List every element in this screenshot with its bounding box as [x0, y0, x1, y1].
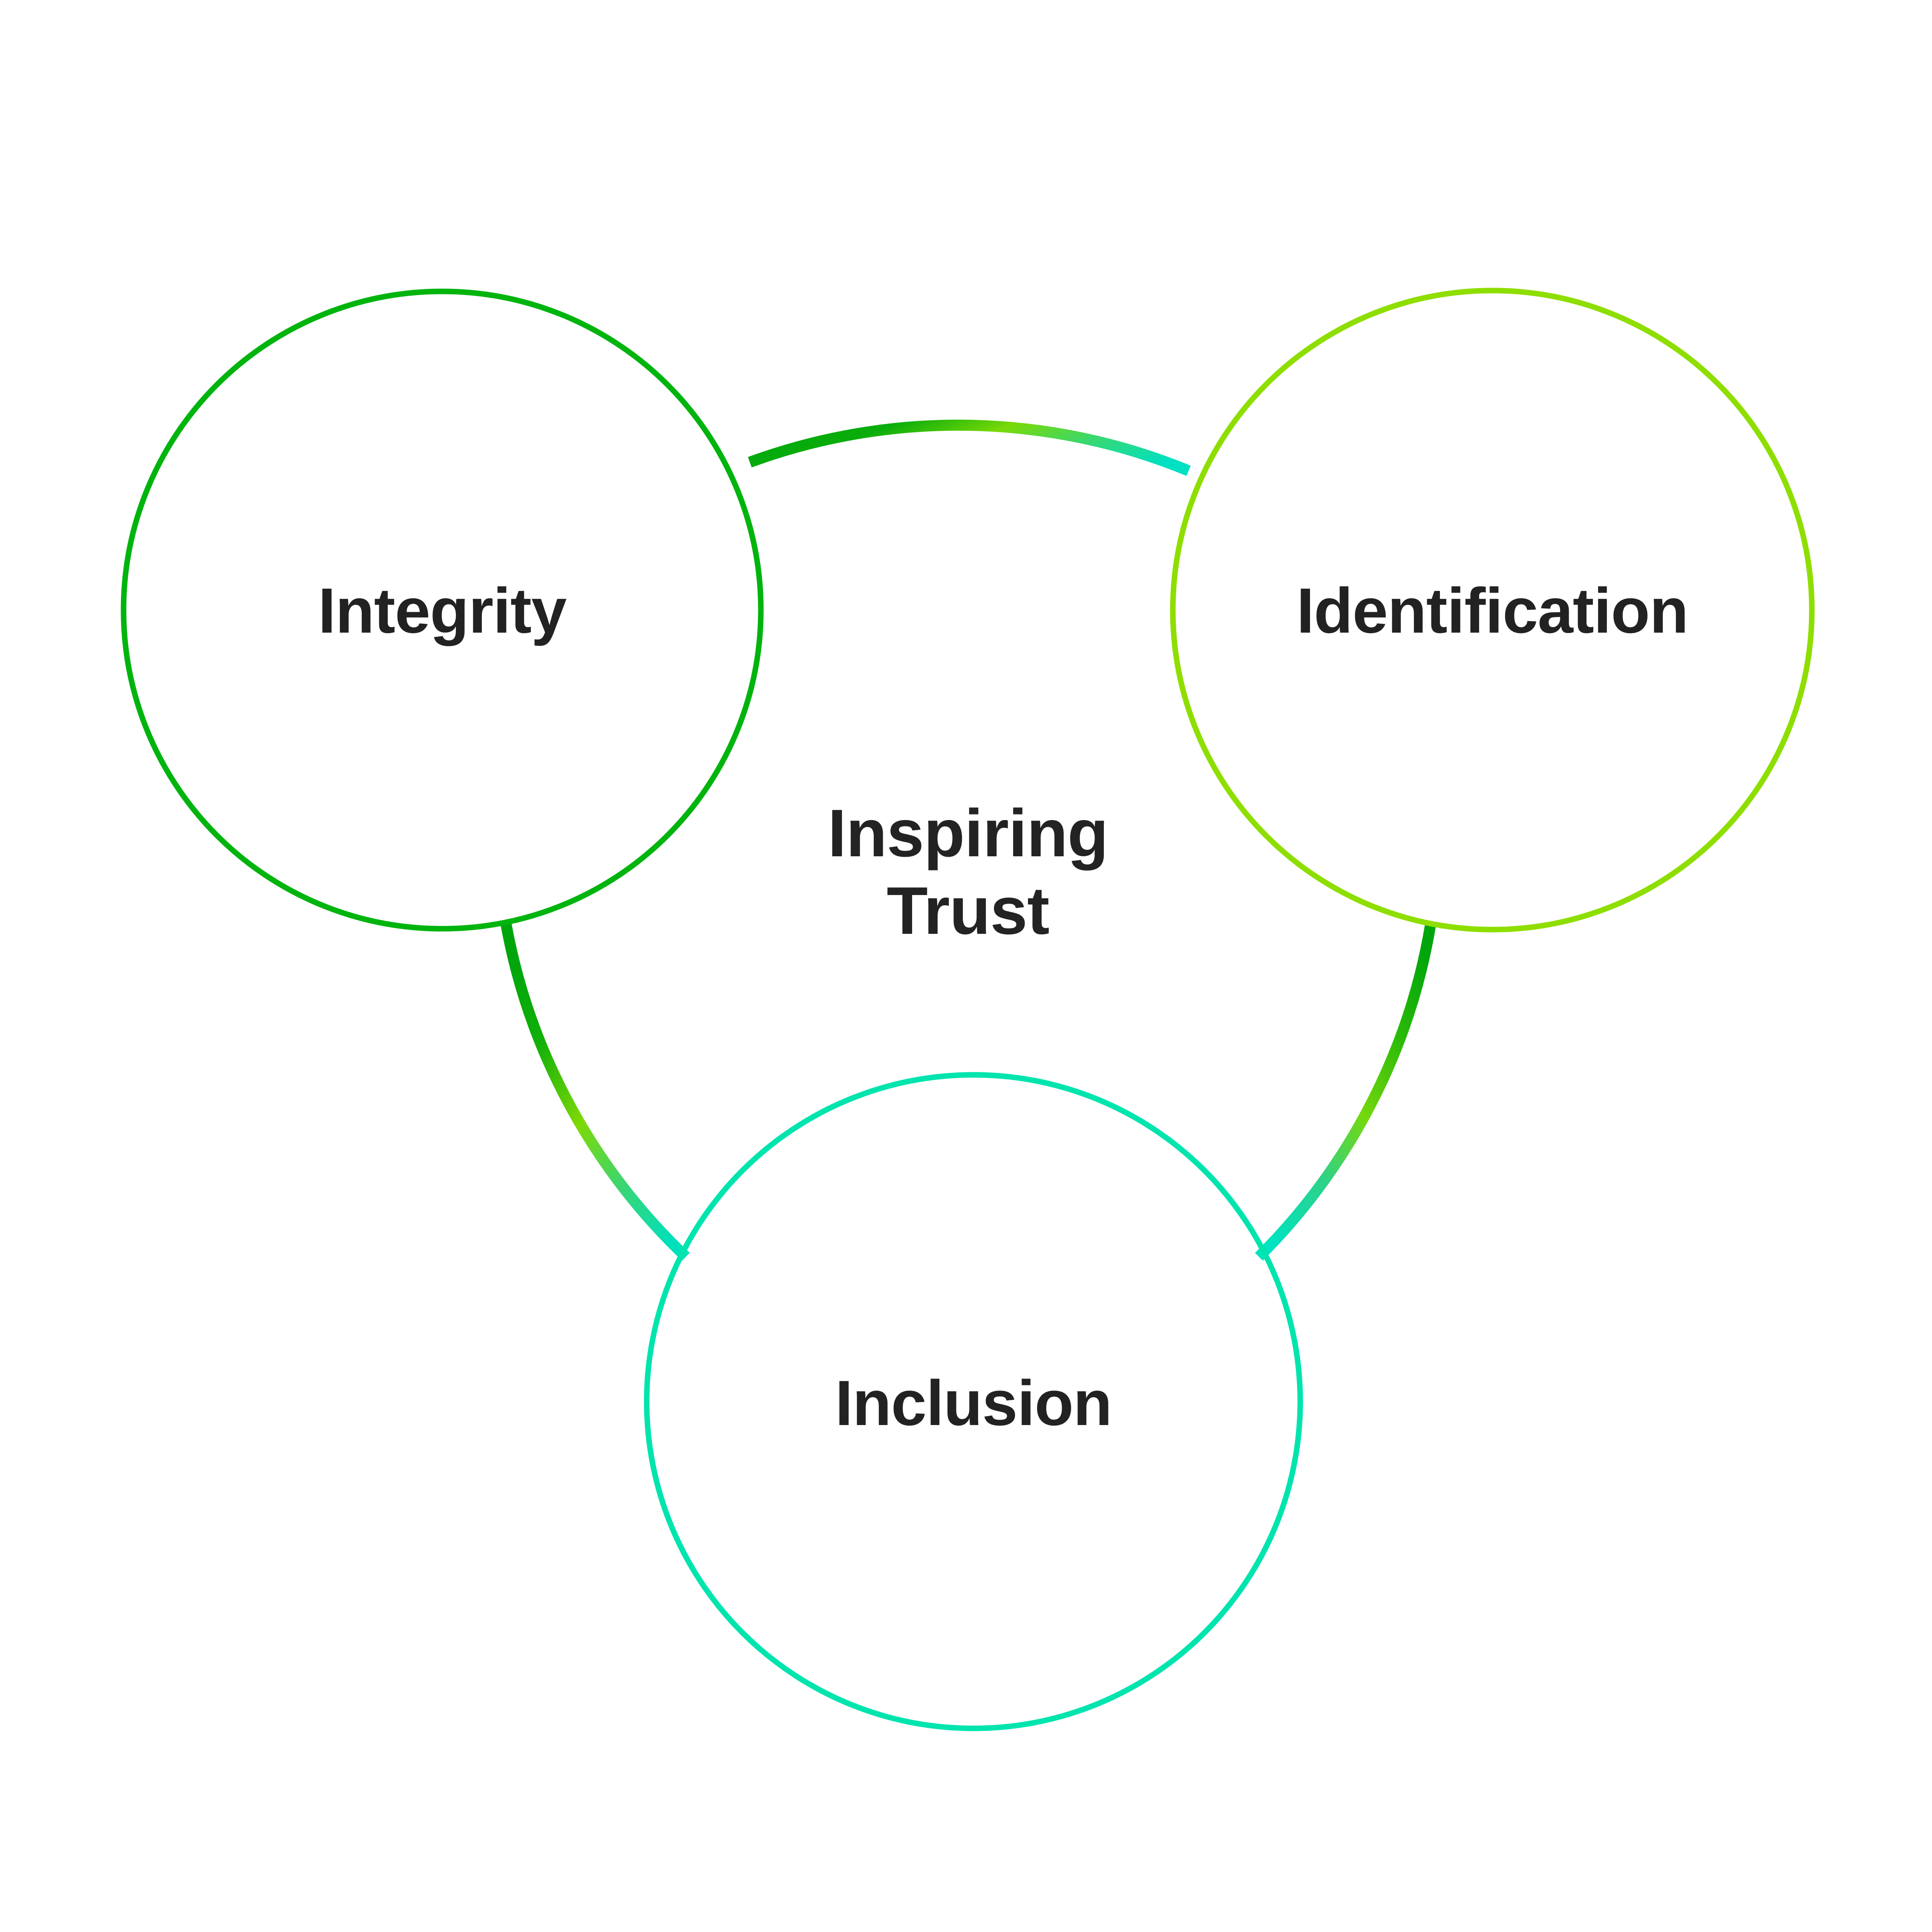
- arc-integrity-inclusion: [501, 923, 690, 1261]
- inclusion-label: Inclusion: [835, 1367, 1111, 1439]
- node-integrity[interactable]: Integrity: [121, 288, 764, 932]
- integrity-label: Integrity: [318, 575, 567, 646]
- inclusion-circle-outline: [644, 1072, 1303, 1731]
- arc-integrity-identification: [748, 420, 1191, 476]
- integrity-circle-outline: [121, 288, 764, 932]
- center-title-line2: Trust: [887, 873, 1049, 948]
- identification-label: Identification: [1296, 575, 1688, 646]
- identification-circle-outline: [1170, 288, 1815, 933]
- arc-identification-inclusion: [1255, 923, 1436, 1261]
- node-identification[interactable]: Identification: [1170, 288, 1815, 933]
- center-title-line1: Inspiring: [828, 796, 1108, 871]
- node-inclusion[interactable]: Inclusion: [644, 1072, 1303, 1731]
- center-title: Inspiring Trust: [828, 796, 1109, 948]
- connector-arcs: [501, 420, 1436, 1261]
